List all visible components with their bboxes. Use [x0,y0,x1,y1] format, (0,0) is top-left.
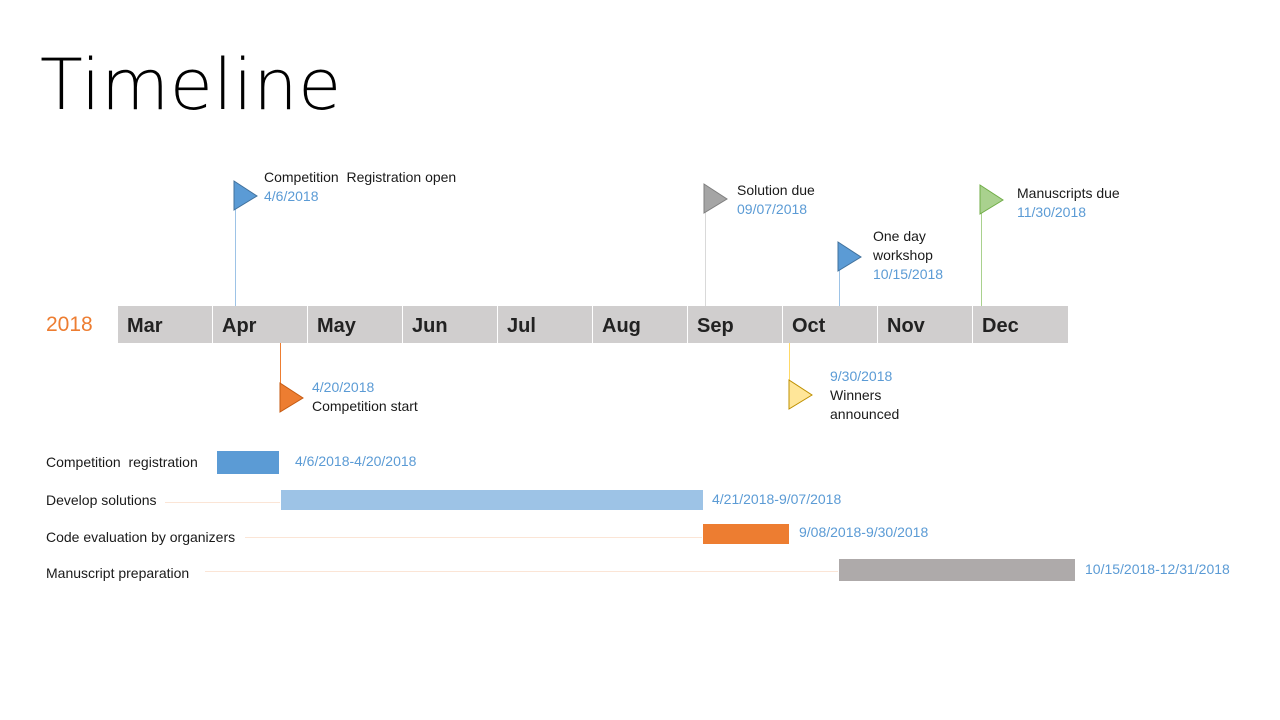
milestone-date: 4/20/2018 [312,379,375,395]
milestone-registration-open: Competition Registration open 4/6/2018 [264,168,456,206]
month-jun: Jun [403,306,498,343]
milestone-solution-due: Solution due 09/07/2018 [737,181,815,219]
task-label-evaluation: Code evaluation by organizers [46,529,236,545]
milestone-line-workshop [839,257,840,306]
task-leader-line [245,537,702,538]
task-bar-evaluation [703,524,789,544]
milestone-line-solution-due [705,199,706,306]
milestone-date: 10/15/2018 [873,266,944,282]
milestone-workshop: One day workshop 10/15/2018 [873,227,963,284]
task-label-manuscript: Manuscript preparation [46,565,190,581]
flag-icon [979,184,1004,215]
milestone-label: One day workshop [873,228,933,263]
milestone-date: 9/30/2018 [830,368,893,384]
month-sep: Sep [688,306,783,343]
milestone-winners-announced: 9/30/2018 Winners announced [830,367,910,424]
milestone-competition-start: 4/20/2018 Competition start [312,378,418,416]
milestone-label: Manuscripts due [1017,185,1120,201]
milestone-date: 09/07/2018 [737,201,808,217]
milestone-line-registration-open [235,196,236,306]
task-range-evaluation: 9/08/2018-9/30/2018 [799,524,929,540]
milestone-label: Competition start [312,398,418,414]
month-aug: Aug [593,306,688,343]
month-oct: Oct [783,306,878,343]
milestone-line-manuscripts-due [981,200,982,306]
month-nov: Nov [878,306,973,343]
flag-icon [837,241,862,272]
milestone-label: Competition Registration open [264,169,457,185]
task-bar-manuscript [839,559,1075,581]
task-range-develop: 4/21/2018-9/07/2018 [712,491,842,507]
month-mar: Mar [118,306,213,343]
milestone-line-winners [789,343,790,395]
flag-icon [788,379,813,410]
task-leader-line [205,571,838,572]
task-bar-registration [217,451,279,474]
task-label-registration: Competition registration [46,454,198,470]
flag-icon [703,183,728,214]
year-label: 2018 [46,313,93,336]
month-dec: Dec [973,306,1068,343]
task-leader-line [165,502,280,503]
milestone-line-competition-start [280,343,281,398]
task-range-manuscript: 10/15/2018-12/31/2018 [1085,561,1230,577]
task-label-develop: Develop solutions [46,492,157,508]
milestone-label: Solution due [737,182,815,198]
month-axis: Mar Apr May Jun Jul Aug Sep Oct Nov Dec [118,306,1068,343]
task-bar-develop [281,490,703,510]
milestone-date: 4/6/2018 [264,188,319,204]
task-range-registration: 4/6/2018-4/20/2018 [295,453,417,469]
milestone-manuscripts-due: Manuscripts due 11/30/2018 [1017,184,1120,222]
flag-icon [279,382,304,413]
month-jul: Jul [498,306,593,343]
milestone-date: 11/30/2018 [1017,204,1087,220]
page-title: Timeline [40,44,342,126]
milestone-label: Winners announced [830,387,900,422]
month-apr: Apr [213,306,308,343]
month-may: May [308,306,403,343]
flag-icon [233,180,258,211]
